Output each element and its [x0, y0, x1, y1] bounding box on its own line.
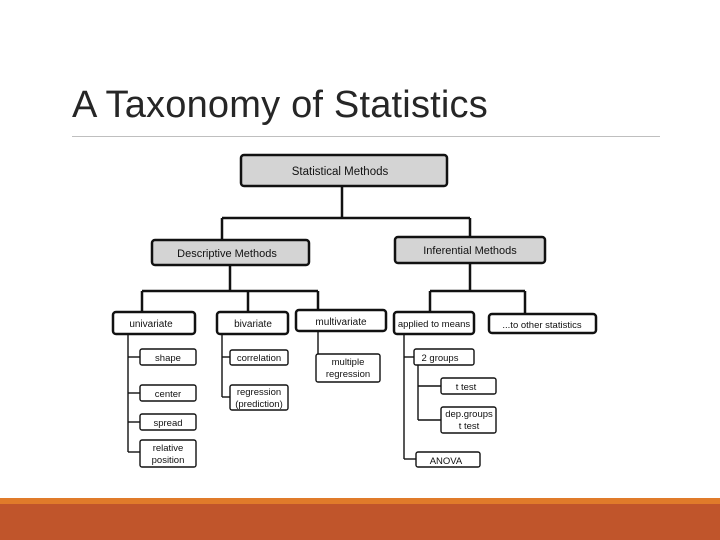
node-regression-prediction: regression (prediction): [229, 384, 289, 411]
svg-text:ANOVA: ANOVA: [430, 456, 463, 467]
slide-title: A Taxonomy of Statistics: [72, 84, 488, 126]
svg-text:multiple: multiple: [332, 357, 365, 368]
node-relative-position: relative position: [139, 439, 197, 468]
svg-text:spread: spread: [153, 418, 182, 429]
svg-text:Statistical Methods: Statistical Methods: [292, 166, 389, 178]
svg-text:2 groups: 2 groups: [422, 353, 459, 364]
node-applied-to-means: applied to means: [392, 310, 476, 336]
node-dep-groups-t-test: dep.groups t test: [440, 406, 497, 434]
node-spread: spread: [139, 413, 197, 431]
svg-text:Descriptive Methods: Descriptive Methods: [177, 248, 277, 260]
node-inferential-methods: Inferential Methods: [393, 235, 547, 265]
svg-text:center: center: [155, 389, 181, 400]
svg-text:dep.groups: dep.groups: [445, 409, 493, 420]
node-statistical-methods: Statistical Methods: [239, 153, 449, 188]
node-descriptive-methods: Descriptive Methods: [150, 238, 311, 267]
svg-text:applied to means: applied to means: [398, 319, 471, 330]
node-2-groups: 2 groups: [413, 348, 475, 366]
svg-text:...to other statistics: ...to other statistics: [502, 320, 581, 331]
svg-text:relative: relative: [153, 443, 184, 454]
svg-text:regression: regression: [326, 369, 370, 380]
node-univariate: univariate: [111, 310, 197, 336]
node-correlation: correlation: [229, 349, 289, 366]
node-anova: ANOVA: [415, 451, 481, 468]
node-shape: shape: [139, 348, 197, 366]
svg-text:bivariate: bivariate: [234, 319, 272, 330]
svg-text:multivariate: multivariate: [315, 317, 367, 328]
svg-text:Inferential Methods: Inferential Methods: [423, 245, 517, 257]
footer-accent-bar: [0, 504, 720, 540]
node-to-other-statistics: ...to other statistics: [487, 312, 598, 335]
node-bivariate: bivariate: [215, 310, 290, 336]
node-multiple-regression: multiple regression: [315, 353, 381, 383]
footer-accent-stripe: [0, 498, 720, 504]
svg-text:(prediction): (prediction): [235, 399, 283, 410]
svg-text:correlation: correlation: [237, 353, 281, 364]
node-center: center: [139, 384, 197, 402]
node-t-test: t test: [440, 377, 497, 395]
node-multivariate: multivariate: [294, 308, 388, 333]
svg-text:regression: regression: [237, 387, 281, 398]
svg-text:shape: shape: [155, 353, 181, 364]
svg-text:t test: t test: [456, 382, 477, 393]
svg-text:univariate: univariate: [129, 319, 173, 330]
title-divider: [72, 136, 660, 137]
connector-lines-thin: [127, 331, 441, 460]
connector-lines: [140, 186, 527, 314]
svg-text:t test: t test: [459, 421, 480, 432]
svg-text:position: position: [152, 455, 185, 466]
